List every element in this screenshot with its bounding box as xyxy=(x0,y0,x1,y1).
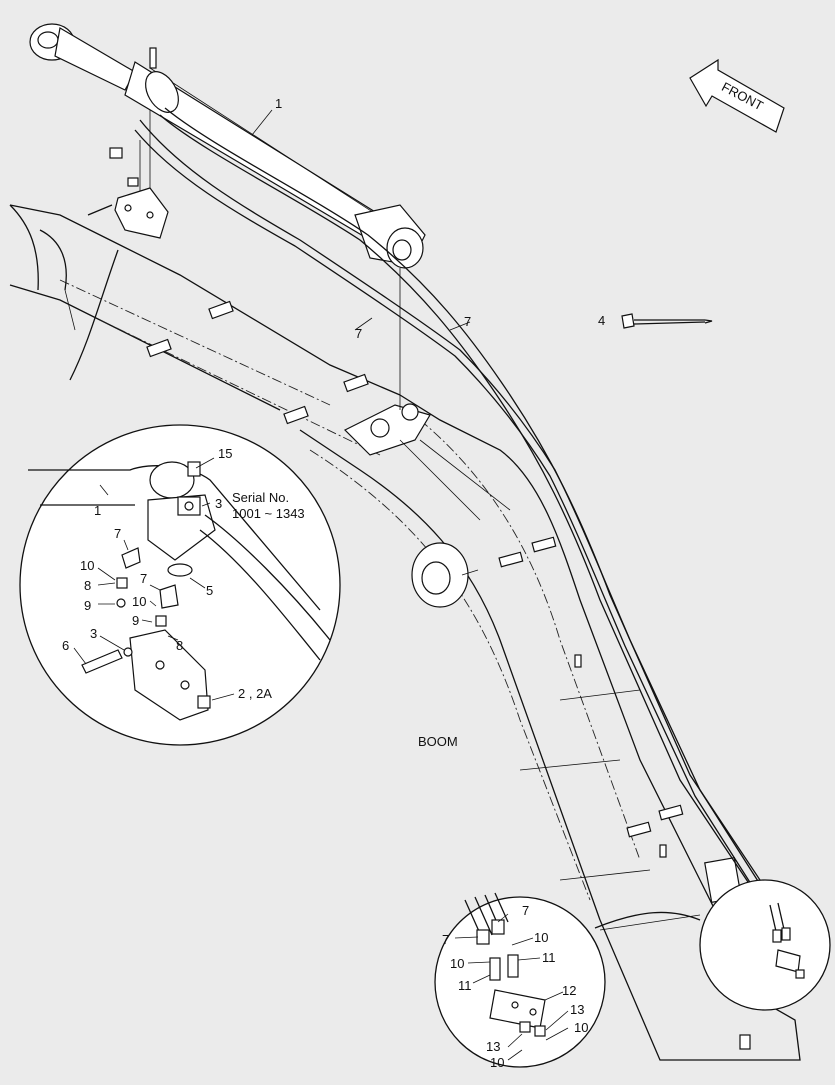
callout-1: 1 xyxy=(275,96,282,111)
cable-tie xyxy=(621,313,713,329)
boom-body xyxy=(9,204,801,1061)
manifold-block-top xyxy=(87,47,169,239)
callout-7: 7 xyxy=(522,903,529,918)
callout-2-2a: 2 , 2A xyxy=(238,686,272,701)
callout-8: 8 xyxy=(176,638,183,653)
boom-clamp-blocks xyxy=(146,300,751,1050)
callout-7: 7 xyxy=(442,932,449,947)
callout-10: 10 xyxy=(574,1020,588,1035)
hydraulic-hoses xyxy=(134,107,771,907)
callout-11: 11 xyxy=(458,978,472,993)
callout-10: 10 xyxy=(132,594,146,609)
callout-10: 10 xyxy=(490,1055,504,1070)
callout-10: 10 xyxy=(80,558,94,573)
serial-title: Serial No. xyxy=(232,490,289,505)
callout-13: 13 xyxy=(486,1039,500,1054)
callout-7: 7 xyxy=(355,326,362,341)
detail-circle-2 xyxy=(434,879,831,1068)
callout-13: 13 xyxy=(570,1002,584,1017)
serial-range: 1001 ~ 1343 xyxy=(232,506,305,521)
callout-3: 3 xyxy=(90,626,97,641)
callout-9: 9 xyxy=(132,613,139,628)
callout-3: 3 xyxy=(215,496,222,511)
callout-9: 9 xyxy=(84,598,91,613)
callout-4: 4 xyxy=(598,313,605,328)
callout-6: 6 xyxy=(62,638,69,653)
detail-circle-1 xyxy=(19,249,341,746)
callout-10: 10 xyxy=(450,956,464,971)
callout-15: 15 xyxy=(218,446,232,461)
front-arrow xyxy=(689,58,785,133)
callout-8: 8 xyxy=(84,578,91,593)
callout-7: 7 xyxy=(140,571,147,586)
callout-5: 5 xyxy=(206,583,213,598)
boom-label: BOOM xyxy=(418,734,458,749)
callout-10: 10 xyxy=(534,930,548,945)
callout-12: 12 xyxy=(562,983,576,998)
callout-7: 7 xyxy=(114,526,121,541)
boom-cylinder xyxy=(29,23,426,410)
callout-1: 1 xyxy=(94,503,101,518)
callout-11: 11 xyxy=(542,950,556,965)
callout-7: 7 xyxy=(464,314,471,329)
